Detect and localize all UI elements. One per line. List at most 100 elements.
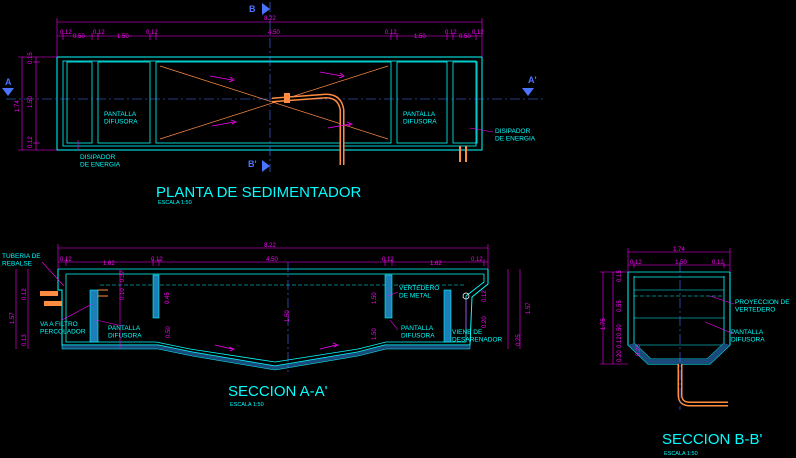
plan-outer-wall — [56, 56, 483, 151]
plan-mark-a-prime: A' — [528, 75, 537, 85]
plan-mark-b-arrow — [262, 3, 270, 15]
plan-flow-arrow-1 — [209, 75, 235, 83]
plan-inner-wall — [62, 60, 477, 147]
bb-pipe — [677, 364, 728, 407]
plan-mark-b-prime: B' — [248, 159, 257, 169]
plan-mark-a: A — [5, 77, 12, 87]
aa-tank-outline — [57, 269, 489, 367]
aa-baffle-left-2 — [152, 274, 160, 319]
plan-settling-zone — [155, 61, 392, 144]
plan-title: PLANTA DE SEDIMENTADOR — [156, 184, 361, 201]
plan-dim-d1: 0.12 — [60, 30, 72, 36]
aa-dim-right-total: 1.57 — [526, 302, 532, 314]
plan-mark-a-arrow — [2, 88, 14, 96]
plan-inlet-pipe — [271, 93, 345, 165]
aa-flow-arrow-1 — [214, 344, 235, 352]
aa-dim-s1: 0.12 — [60, 257, 72, 263]
aa-leader-pantalla-left — [95, 319, 123, 327]
aa-baffle-left-1 — [89, 289, 99, 343]
aa-overflow-pipe — [40, 291, 58, 296]
plan-right-diffuser-zone — [396, 61, 448, 144]
aa-outlet-stub — [98, 289, 108, 297]
plan-flow-arrow-3 — [211, 119, 237, 127]
bb-dim-v1: 0.15 — [617, 270, 623, 282]
aa-dim-s4: 0.12 — [382, 257, 394, 263]
plan-pipe-flange — [284, 93, 290, 103]
plan-left-diffuser-zone — [97, 61, 151, 144]
aa-floor-slab — [61, 344, 471, 371]
aa-dim-c1: 1.50 — [285, 310, 291, 322]
aa-dim-r1: 0.37 — [120, 270, 126, 282]
aa-dim-r8: 0.25 — [516, 334, 522, 346]
aa-dim-r6: 0.12 — [482, 290, 488, 302]
plan-mark-b: B — [249, 4, 256, 14]
bb-dim-v2: 0.55 — [617, 300, 623, 312]
aa-dim-r4: 1.50 — [372, 328, 378, 340]
aa-leader-filtro — [61, 303, 93, 321]
aa-title: SECCION A-A' — [228, 383, 328, 400]
plan-view: 8.22 4.50 0.12 0.50 0.12 1.50 0.12 0.12 … — [2, 2, 545, 206]
plan-dim-center: 4.50 — [268, 30, 280, 36]
aa-dim-r2: 0.45 — [165, 292, 171, 304]
aa-dim-left-13: 0.13 — [22, 334, 28, 346]
plan-outlet-chamber — [452, 61, 478, 144]
section-bb: 1.74 1.50 0.12 0.12 0.15 0.55 0.50 0.12 … — [600, 247, 790, 457]
aa-outlet-pipe — [44, 301, 62, 306]
aa-leader-vertedero — [387, 291, 399, 297]
bb-hopper-fill — [628, 343, 730, 364]
aa-inlet-pipe-circle — [462, 292, 470, 300]
plan-dim-overall: 8.22 — [264, 16, 276, 22]
aa-dim-s6: 0.12 — [471, 257, 483, 263]
aa-scale: ESCALA 1:50 — [230, 402, 264, 408]
section-aa: 8.22 4.50 0.12 1.62 0.12 0.12 1.62 0.12 … — [2, 243, 532, 408]
aa-dim-left-12: 0.12 — [22, 288, 28, 300]
bb-dim-v4: 0.12 — [617, 336, 623, 348]
aa-dim-c2: 1.50 — [372, 292, 378, 304]
aa-dim-s3: 0.12 — [151, 257, 163, 263]
plan-leader-right — [469, 127, 494, 133]
plan-dim-d3: 0.12 — [93, 30, 105, 36]
aa-leader-pantalla-right — [389, 319, 399, 331]
aa-tank-inner — [65, 274, 485, 363]
aa-leader-tuberia — [41, 261, 65, 287]
aa-dim-r3: 0.10 — [120, 288, 126, 300]
bb-dim-overall: 1.74 — [673, 247, 685, 253]
aa-dim-s2: 1.62 — [103, 261, 115, 267]
plan-dim-d5: 0.12 — [146, 30, 158, 36]
plan-dim-d8: 0.12 — [445, 30, 457, 36]
aa-dim-left-total: 1.57 — [10, 312, 16, 324]
aa-flow-arrow-2 — [319, 342, 339, 350]
plan-dim-total: 1.74 — [15, 100, 21, 112]
bb-dim-w2: 0.12 — [712, 260, 724, 266]
aa-baffle-right-1 — [384, 274, 393, 319]
bb-dim-v3: 0.50 — [617, 324, 623, 336]
aa-baffle-right-2 — [443, 289, 452, 343]
bb-title: SECCION B-B' — [662, 431, 763, 448]
bb-dim-center: 1.50 — [675, 260, 687, 266]
bb-tank-inner — [633, 276, 725, 360]
plan-outlet-pipe — [459, 146, 467, 162]
aa-dim-r7: 0.20 — [482, 316, 488, 328]
bb-leader-pantalla — [704, 321, 735, 335]
bb-dim-total: 1.75 — [601, 318, 607, 330]
plan-dim-l3: 0.12 — [28, 136, 34, 148]
bb-leader-proyeccion — [709, 295, 735, 305]
aa-dim-s5: 1.62 — [430, 261, 442, 267]
plan-mark-a-prime-arrow — [522, 88, 534, 96]
bb-dim-v5: 0.20 — [617, 350, 623, 362]
bb-dim-w1: 0.12 — [630, 260, 642, 266]
plan-dim-d4: 1.50 — [117, 34, 129, 40]
plan-inlet-pipe-inner — [271, 94, 343, 165]
